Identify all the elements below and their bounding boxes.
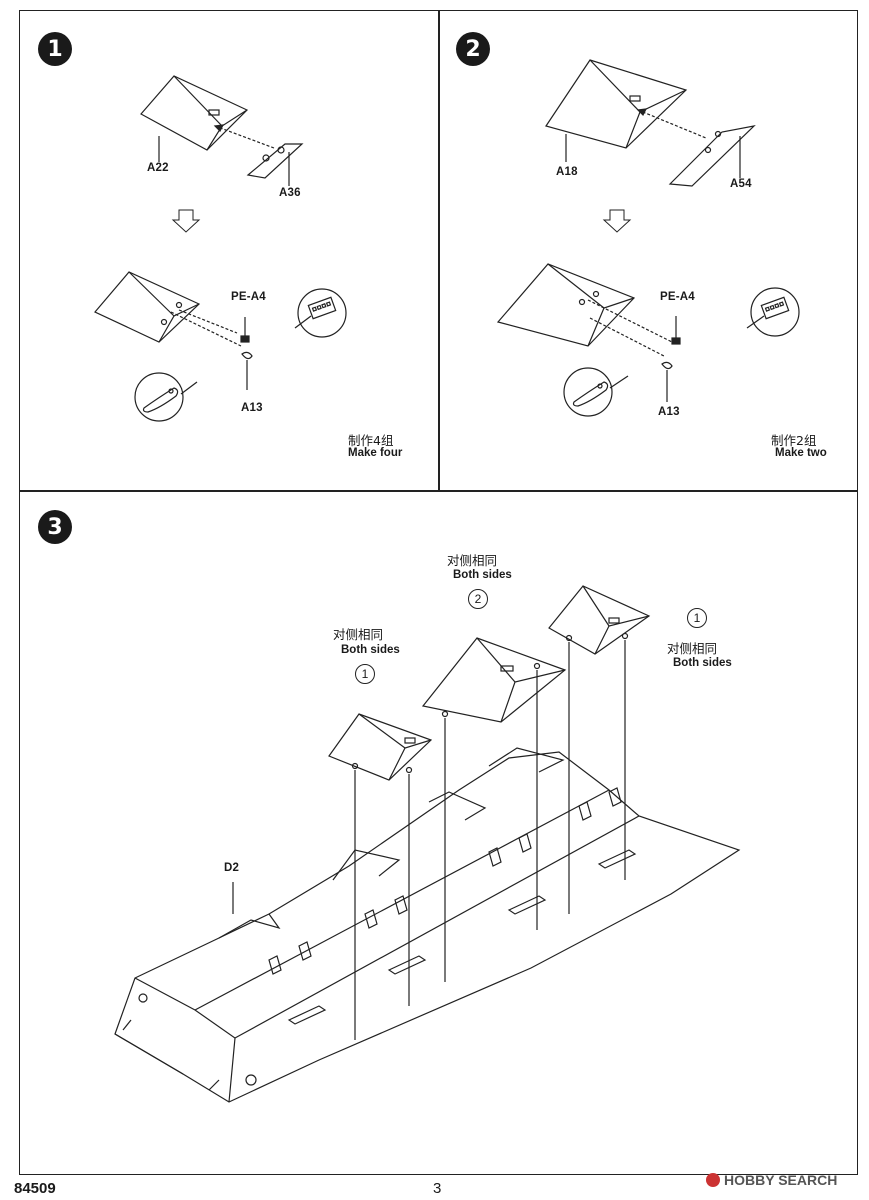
callout-3-en: Both sides bbox=[673, 657, 732, 669]
label-a13: A13 bbox=[241, 402, 263, 414]
page-number: 3 bbox=[433, 1180, 442, 1197]
callout-2-cn: 对侧相同 bbox=[447, 553, 498, 568]
callout-2-ref: 2 bbox=[468, 589, 488, 609]
step-1-panel: 1 bbox=[19, 10, 440, 492]
step-1-badge: 1 bbox=[38, 32, 72, 66]
callout-1-ref: 1 bbox=[355, 664, 375, 684]
part-a18-drawing bbox=[496, 59, 800, 417]
step-2-note-en: Make two bbox=[775, 447, 827, 459]
step-2-panel: 2 bbox=[438, 10, 858, 492]
part-a22-drawing bbox=[94, 75, 347, 422]
callout-3-ref: 1 bbox=[687, 608, 707, 628]
step-2-badge: 2 bbox=[456, 32, 490, 66]
step-2-note-cn: 制作2组 bbox=[771, 433, 817, 448]
step-3-badge: 3 bbox=[38, 510, 72, 544]
label-a22: A22 bbox=[147, 162, 169, 174]
step-1-note-cn: 制作4组 bbox=[348, 433, 394, 448]
hull-assembly-drawing bbox=[114, 585, 741, 1103]
label-a13-2: A13 bbox=[658, 406, 680, 418]
callout-3-cn: 对侧相同 bbox=[667, 641, 718, 656]
label-a54: A54 bbox=[730, 178, 752, 190]
label-a18: A18 bbox=[556, 166, 578, 178]
label-a36: A36 bbox=[279, 187, 301, 199]
label-d2: D2 bbox=[224, 862, 240, 874]
step-3-panel: 3 bbox=[19, 490, 858, 1175]
watermark: HOBBY SEARCH bbox=[706, 1172, 837, 1188]
hobby-search-logo-icon bbox=[706, 1173, 720, 1187]
callout-1-cn: 对侧相同 bbox=[333, 627, 384, 642]
label-pe-a4-2: PE-A4 bbox=[660, 291, 695, 303]
step-3-frame bbox=[19, 490, 858, 1175]
step-1-note-en: Make four bbox=[348, 447, 403, 459]
step-2-frame bbox=[438, 10, 858, 492]
watermark-text: HOBBY SEARCH bbox=[724, 1172, 838, 1188]
callout-2-en: Both sides bbox=[453, 569, 512, 581]
product-code: 84509 bbox=[14, 1180, 56, 1197]
label-pe-a4: PE-A4 bbox=[231, 291, 266, 303]
callout-1-en: Both sides bbox=[341, 644, 400, 656]
step-1-frame bbox=[19, 10, 440, 492]
